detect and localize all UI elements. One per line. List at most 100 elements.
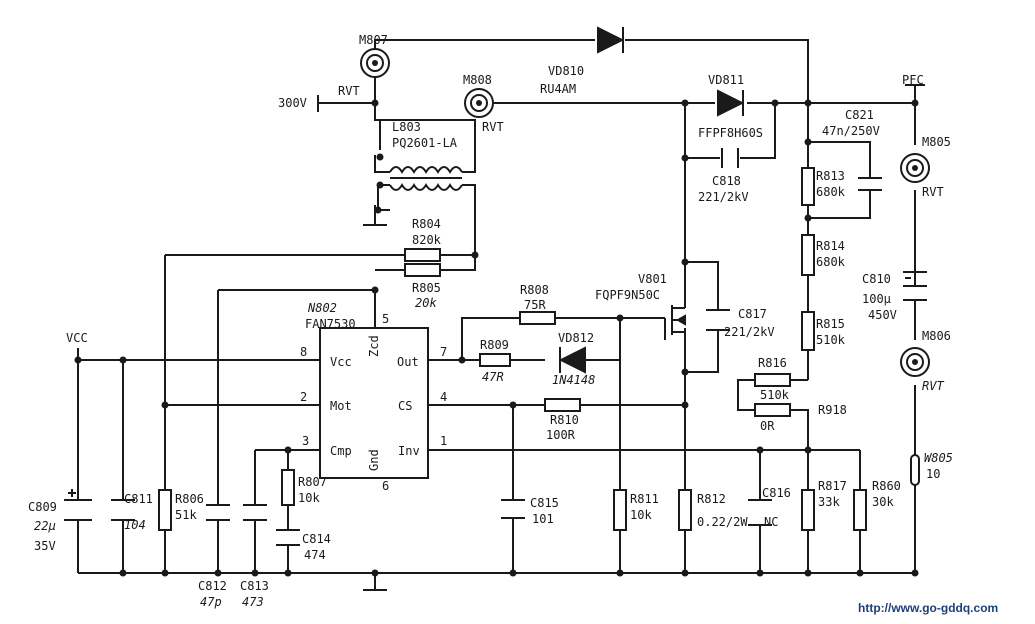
label-pin4: 4 [440,390,447,404]
label-r804-value: 820k [412,233,442,247]
resistor-r918 [754,403,791,417]
label-c811-value: 104 [124,518,146,532]
wire-link-w805 [910,454,920,486]
label-fan7530: FAN7530 [305,317,356,331]
label-r811: R811 [630,492,659,506]
label-c809: C809 [28,500,57,514]
resistor-r804 [404,248,441,262]
label-r817: R817 [818,479,847,493]
label-r817-value: 33k [818,495,840,509]
label-fqpf9n50c: FQPF9N50C [595,288,660,302]
resistor-r817 [801,489,815,531]
label-m808: M808 [463,73,492,87]
label-r804: R804 [412,217,441,231]
label-ru4am: RU4AM [540,82,576,96]
label-pin7: 7 [440,345,447,359]
label-pin2: 2 [300,390,307,404]
label-pin8: 8 [300,345,307,359]
resistor-r806 [158,489,172,531]
label-r918: R918 [818,403,847,417]
diode-vd810 [597,26,625,54]
capacitor-c814 [276,529,300,546]
label-c809-value2: 35V [34,539,56,553]
label-pin3: 3 [302,434,309,448]
label-pin-zcd: Zcd [367,335,381,357]
label-r814-value: 680k [816,255,846,269]
capacitor-c813 [243,504,267,521]
label-rvt-m806: RVT [922,379,944,393]
label-1n4148: 1N4148 [552,373,595,387]
label-c817: C817 [738,307,767,321]
label-l803: L803 [392,120,421,134]
label-r810: R810 [550,413,579,427]
label-pfc: PFC [902,73,924,87]
label-w805: W805 [924,451,953,465]
label-r816-value: 510k [760,388,790,402]
label-c815-value: 101 [532,512,554,526]
label-pin6: 6 [382,479,389,493]
label-c809-value1: 22μ [34,519,56,533]
resistor-r816 [754,373,791,387]
label-c818-value: 221/2kV [698,190,749,204]
connector-m807 [360,48,390,78]
label-r812: R812 [697,492,726,506]
label-c812: C812 [198,579,227,593]
label-c813: C813 [240,579,269,593]
label-c814: C814 [302,532,331,546]
label-pin-cmp: Cmp [330,444,352,458]
resistor-r809 [479,353,511,367]
resistor-r815 [801,311,815,351]
footer-url: http://www.go-gddq.com [858,601,998,615]
resistor-r808 [519,311,556,325]
connector-m806 [900,347,930,377]
capacitor-c811 [111,499,135,521]
label-c811: C811 [124,492,153,506]
label-c810-value2: 450V [868,308,897,322]
resistor-r812 [678,489,692,531]
label-r813-value: 680k [816,185,846,199]
capacitor-c821 [858,177,882,191]
label-pin-gnd: Gnd [367,449,381,471]
resistor-r810 [544,398,581,412]
ic-fan7530 [319,327,429,479]
label-r812-value: 0.22/2W [697,515,748,529]
label-r805: R805 [412,281,441,295]
label-w805-value: 10 [926,467,940,481]
label-rvt-m808: RVT [482,120,504,134]
label-vd811: VD811 [708,73,744,87]
label-pin-vcc: Vcc [330,355,352,369]
inductor-l803 [389,166,463,191]
resistor-r811 [613,489,627,531]
label-c813-value: 473 [242,595,264,609]
label-r918-value: 0R [760,419,775,433]
label-r815-value: 510k [816,333,846,347]
label-r806-value: 51k [175,508,197,522]
capacitor-c817 [706,309,730,331]
label-pin-cs: CS [398,399,412,413]
label-m807: M807 [359,33,388,47]
capacitor-c816 [748,499,772,526]
label-r805-value: 20k [415,296,437,310]
capacitor-c809 [64,489,92,521]
label-m805: M805 [922,135,951,149]
label-vcc: VCC [66,331,88,345]
resistor-r807 [281,469,295,506]
label-r816: R816 [758,356,787,370]
label-r811-value: 10k [630,508,652,522]
label-v801: V801 [638,272,667,286]
label-pin5: 5 [382,312,389,326]
label-c810-value1: 100μ [862,292,891,306]
label-r814: R814 [816,239,845,253]
label-c817-value: 221/2kV [724,325,775,339]
label-r813: R813 [816,169,845,183]
label-c814-value: 474 [304,548,326,562]
label-r807: R807 [298,475,327,489]
label-n802: N802 [307,301,337,315]
capacitor-c810 [903,271,927,301]
capacitor-c815 [501,499,525,519]
label-r815: R815 [816,317,845,331]
connector-m808 [464,88,494,118]
component-labels: M807 RVT 300V M808 RVT VD810 RU4AM VD811… [28,33,953,609]
capacitor-c812 [206,504,230,521]
